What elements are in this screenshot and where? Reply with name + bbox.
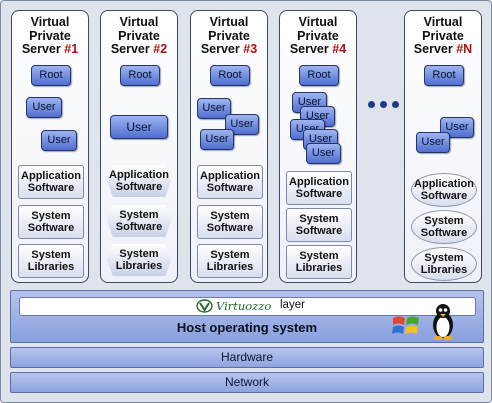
user-button: User xyxy=(306,143,341,164)
vps-title-line: Virtual xyxy=(209,15,249,29)
vps-title-4: Virtual Private Server #4 xyxy=(280,15,356,57)
vps-title-line: Private xyxy=(297,28,339,43)
vps-title-line: Private xyxy=(29,28,71,43)
user-button: User xyxy=(110,115,168,139)
host-os-band: Virtuozzo layer Host operating system xyxy=(10,290,484,343)
hardware-layer: Hardware xyxy=(10,347,484,368)
dot xyxy=(368,101,375,108)
root-button: Root xyxy=(120,65,160,86)
vps-title-line: Private xyxy=(422,28,464,43)
vps-box-1: Virtual Private Server #1 Root User User… xyxy=(11,10,89,283)
dot xyxy=(380,101,387,108)
vps-title-line: Server xyxy=(289,42,329,56)
vps-number: #3 xyxy=(243,42,258,56)
vps-title-n: Virtual Private Server #N xyxy=(405,15,481,57)
dot xyxy=(392,101,399,108)
vps-title-line: Virtual xyxy=(30,15,70,29)
linux-penguin-icon xyxy=(433,304,453,340)
vps-title-1: Virtual Private Server #1 xyxy=(12,15,88,57)
user-button: User xyxy=(41,130,77,151)
user-button: User xyxy=(225,114,259,135)
network-layer: Network xyxy=(10,372,484,393)
vps-box-2: Virtual Private Server #2 Root User Appl… xyxy=(100,10,178,283)
vps-number: #N xyxy=(456,42,473,56)
vps-number: #4 xyxy=(332,42,347,56)
vps-title-line: Server xyxy=(413,42,453,56)
vps-title-line: Private xyxy=(118,28,160,43)
vps-title-line: Server xyxy=(110,42,150,56)
root-button: Root xyxy=(424,65,464,86)
host-os-title: Host operating system xyxy=(176,320,318,335)
root-button: Root xyxy=(210,65,250,86)
root-button: Root xyxy=(299,65,339,86)
vps-title-line: Private xyxy=(208,28,250,43)
vps-box-4: Virtual Private Server #4 Root User User… xyxy=(279,10,357,283)
windows-logo-icon xyxy=(392,316,419,334)
user-button: User xyxy=(416,132,450,153)
user-button: User xyxy=(200,129,234,150)
virtuozzo-brand-text: Virtuozzo xyxy=(216,299,272,313)
vps-title-2: Virtual Private Server #2 xyxy=(101,15,177,57)
vps-number: #2 xyxy=(153,42,168,56)
vps-title-3: Virtual Private Server #3 xyxy=(191,15,267,57)
vps-title-line: Virtual xyxy=(423,15,463,29)
user-button: User xyxy=(26,97,62,118)
vps-title-line: Virtual xyxy=(119,15,159,29)
vps-box-3: Virtual Private Server #3 Root User User… xyxy=(190,10,268,283)
vps-title-line: Virtual xyxy=(298,15,338,29)
vps-number: #1 xyxy=(64,42,79,56)
layer-text: layer xyxy=(280,299,305,311)
vps-box-n: Virtual Private Server #N Root User User… xyxy=(404,10,482,283)
virtuozzo-layer-bar: Virtuozzo layer xyxy=(19,297,476,316)
vps-title-line: Server xyxy=(21,42,61,56)
user-button: User xyxy=(197,98,231,119)
vps-title-line: Server xyxy=(200,42,240,56)
root-button: Root xyxy=(31,65,71,86)
virtuozzo-logo-icon xyxy=(196,299,213,313)
